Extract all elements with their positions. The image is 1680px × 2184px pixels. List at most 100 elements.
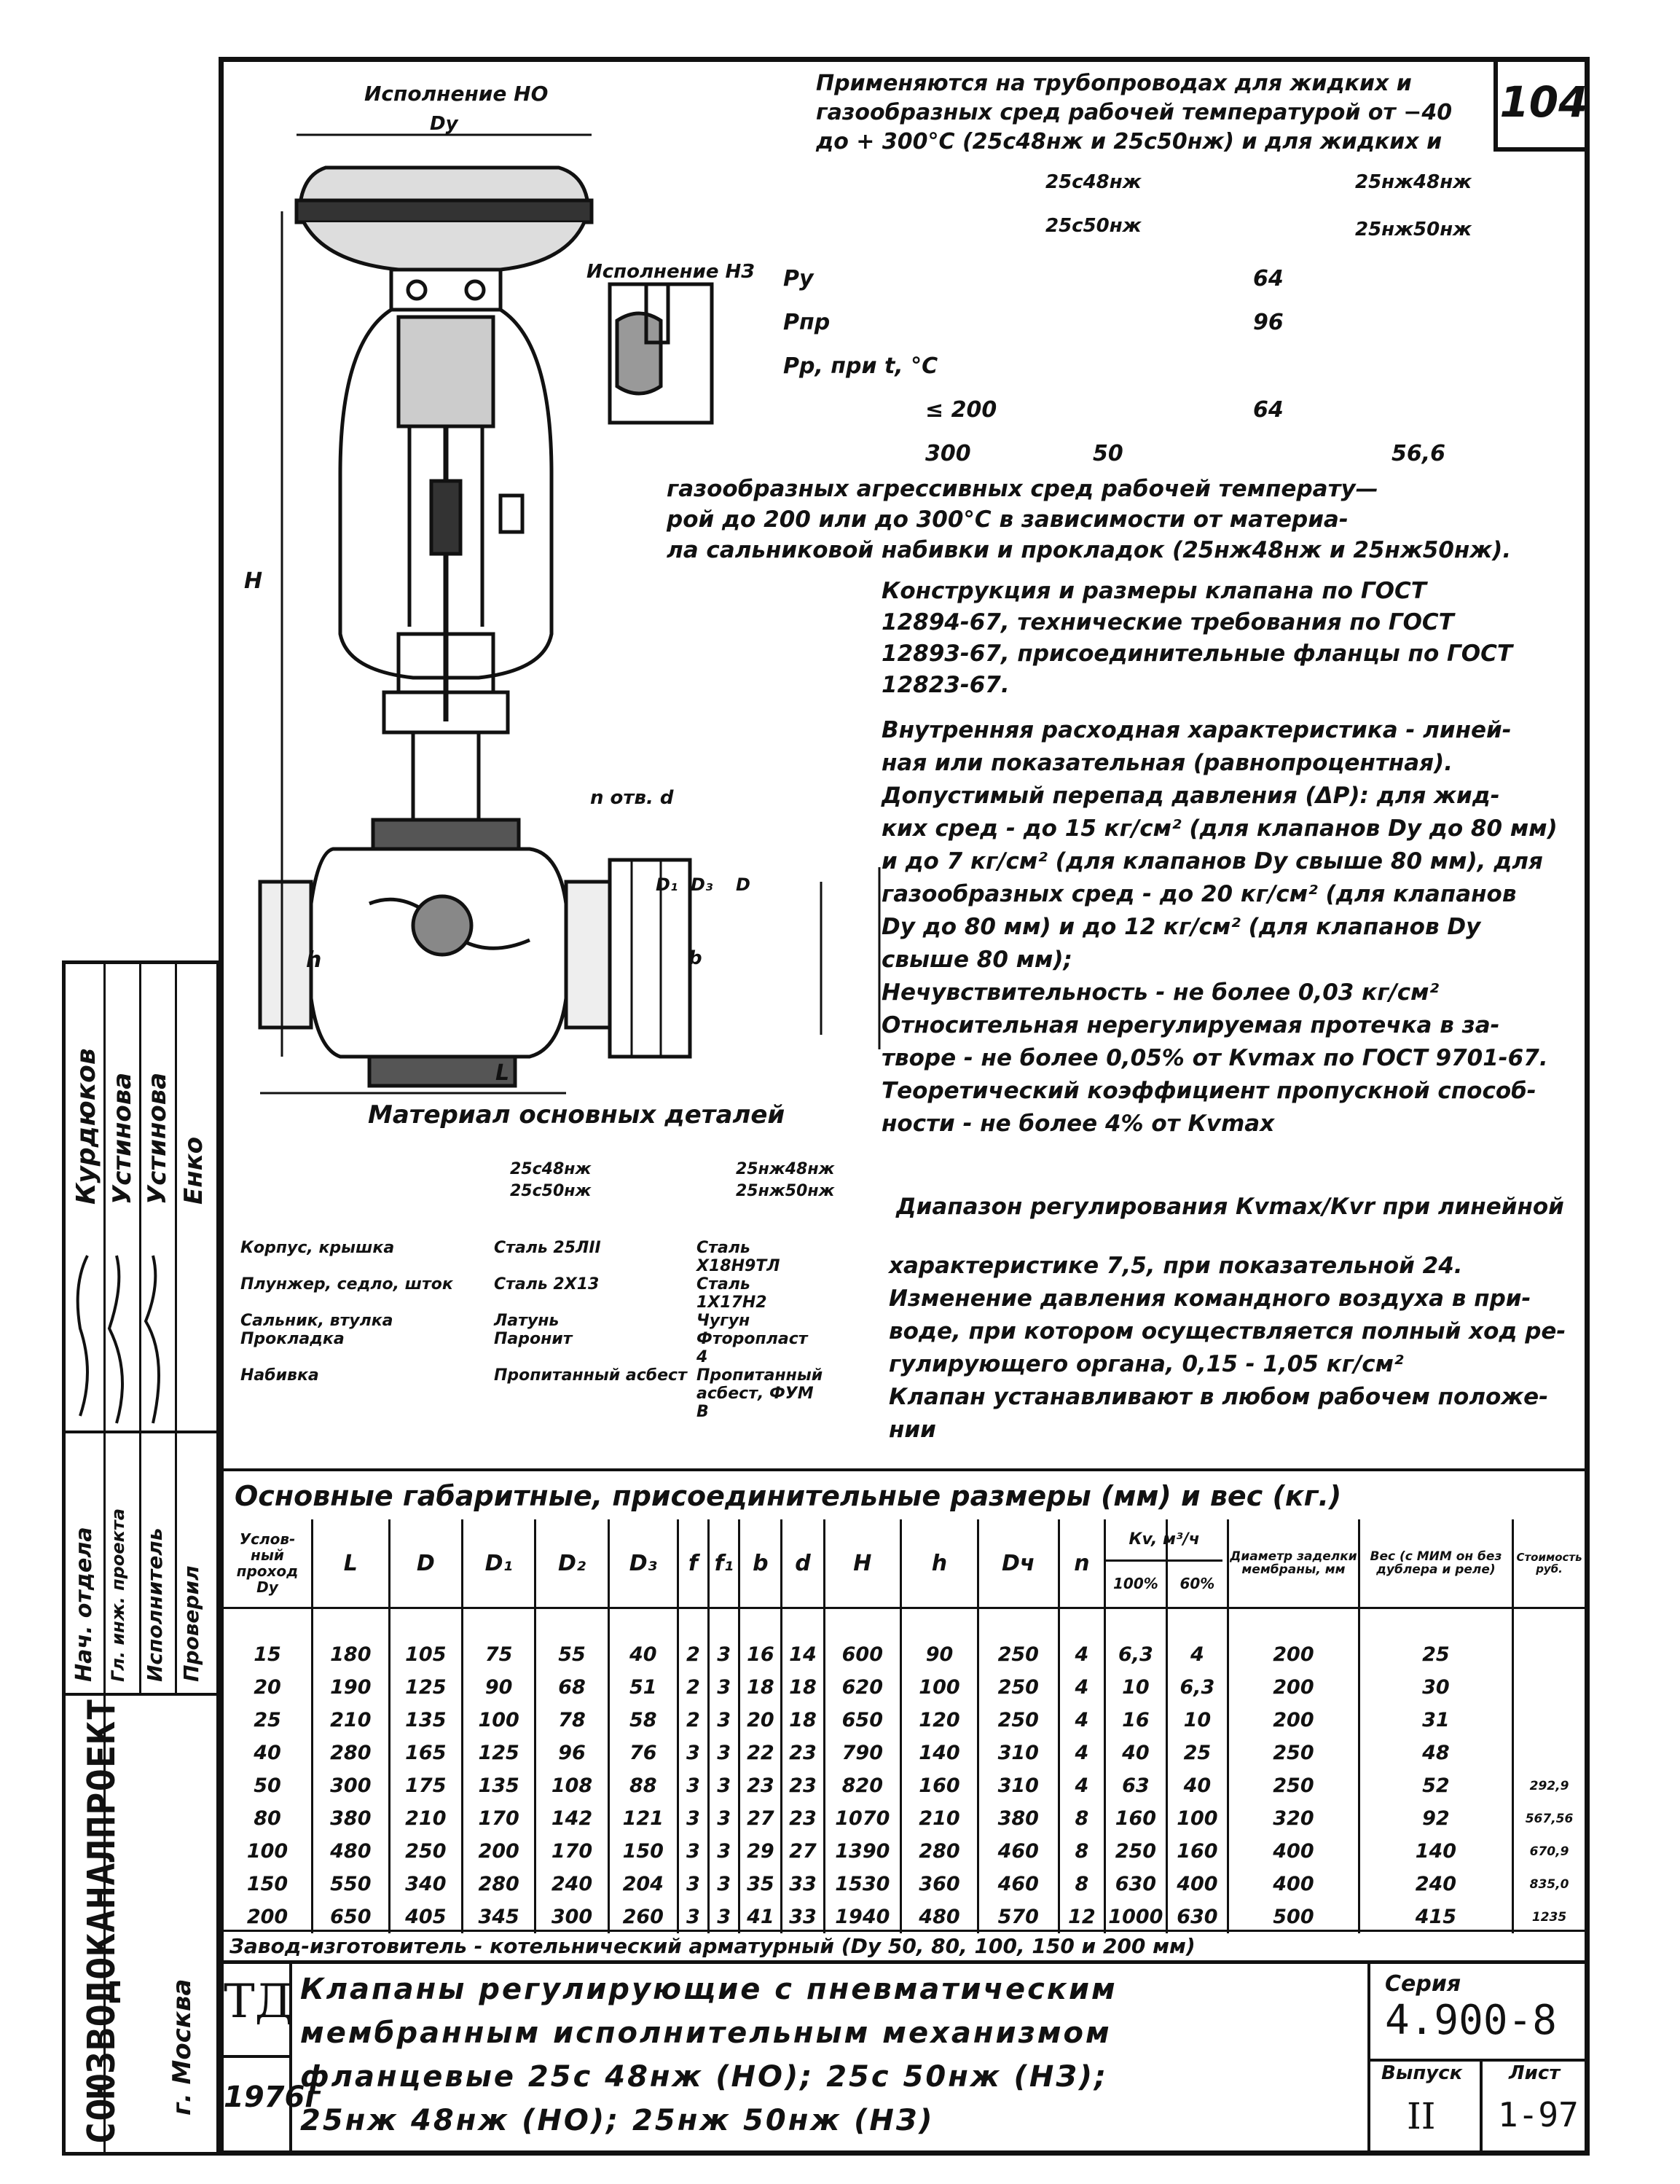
stamp-row-line [66, 1693, 216, 1696]
dims-cell: 160 [1104, 1802, 1167, 1835]
stamp-name-4: Енко [179, 1136, 208, 1205]
dims-cell: 380 [976, 1802, 1059, 1835]
label-n-otv: n отв. d [590, 787, 674, 809]
para-line: Нечувствительность - не более 0,03 кг/см… [882, 979, 1440, 1006]
dims-cell: 170 [534, 1835, 609, 1868]
dims-header: f [676, 1519, 709, 1609]
dims-cell: 18 [738, 1671, 782, 1704]
material-part: Прокладка [240, 1330, 345, 1348]
dims-cell: 40 [254, 1742, 281, 1764]
para-line: гулирующего органа, 0,15 - 1,05 кг/см² [889, 1351, 1404, 1377]
dims-cell: 100 [460, 1704, 535, 1737]
dims-cell: 40 [607, 1608, 678, 1671]
dims-cell: 300 [534, 1901, 609, 1933]
dims-cell: 40 [1165, 1769, 1228, 1802]
dims-header: Вес (с МИМ он без дублера и реле) [1357, 1519, 1513, 1609]
dims-cell: 8 [1057, 1868, 1105, 1901]
para-line: и до 7 кг/см² (для клапанов Dу свыше 80 … [882, 848, 1543, 874]
dims-title-bar: Основные габаритные, присоединительные р… [224, 1468, 1585, 1522]
label-b: b [688, 947, 702, 969]
tb-line [1370, 2059, 1587, 2062]
pt-col1a: 25с48нж [1045, 171, 1142, 193]
dims-cell: 280 [460, 1868, 535, 1901]
dims-cell: 68 [534, 1671, 609, 1704]
dims-cell: 2 [676, 1704, 709, 1737]
dims-cell: 14 [780, 1608, 825, 1671]
dims-cell: 460 [976, 1868, 1059, 1901]
dims-header-row: Услов-ный проход Dу L D D₁ D₂ D₃ f f₁ b … [224, 1519, 1585, 1609]
dims-cell: 480 [900, 1901, 978, 1933]
dims-cell: 88 [607, 1769, 678, 1802]
dims-cell [1512, 1608, 1585, 1671]
dims-cell: 200 [1227, 1704, 1359, 1737]
para-line: Внутренняя расходная характеристика - ли… [882, 717, 1512, 743]
material-b: Чугун [696, 1312, 750, 1330]
dims-cell: 3 [676, 1737, 709, 1769]
dims-maker: Завод-изготовитель - котельнический арма… [224, 1930, 1585, 1960]
kv-header: Кv, м³/ч [1106, 1519, 1223, 1562]
dims-cell: 20 [254, 1676, 281, 1699]
dims-cell: 310 [976, 1769, 1059, 1802]
dims-cell: 25 [1165, 1737, 1228, 1769]
pt-col2b: 25нж50нж [1355, 219, 1472, 240]
paragraph-block-2: Конструкция и размеры клапана по ГОСТ 12… [882, 576, 1512, 701]
dims-cell: 200 [460, 1835, 535, 1868]
para-line: Клапан устанавливают в любом рабочем пол… [889, 1384, 1549, 1410]
dims-cell: 31 [1357, 1704, 1513, 1737]
dims-cell: 4 [1057, 1737, 1105, 1769]
dims-cell: 3 [676, 1835, 709, 1868]
dims-cell: 50 [254, 1774, 281, 1797]
label-l: L [495, 1060, 510, 1086]
dims-cell: 4 [1057, 1608, 1105, 1671]
dims-cell: 16 [738, 1608, 782, 1671]
tb-list-label: Лист [1509, 2062, 1561, 2084]
dims-cell: 120 [900, 1704, 978, 1737]
dims-cell: 3 [707, 1835, 739, 1868]
dims-cell: 3 [707, 1704, 739, 1737]
dims-cell: 25 [254, 1709, 281, 1731]
dims-cell: 160 [900, 1769, 978, 1802]
dims-cell: 6,3 [1165, 1671, 1228, 1704]
dims-cell: 30 [1357, 1671, 1513, 1704]
paragraph-block-4: Диапазон регулирования Кvmax/Кvr при лин… [896, 1188, 1564, 1226]
dims-header: n [1057, 1519, 1105, 1609]
para-line: творе - не более 0,05% от Кvmax по ГОСТ … [882, 1045, 1548, 1071]
tb-right: Серия 4.900-8 Выпуск II Лист 1-97 [1367, 1964, 1587, 2152]
pt-le200-value: 64 [1253, 397, 1284, 423]
dims-cell: 790 [823, 1737, 901, 1769]
dims-cell [1512, 1671, 1585, 1704]
pt-py-value: 64 [1253, 266, 1284, 291]
dims-cell: 4 [1057, 1671, 1105, 1704]
dims-cell: 4 [1057, 1769, 1105, 1802]
dims-cell: 121 [607, 1802, 678, 1835]
dims-cell: 3 [707, 1737, 739, 1769]
dims-cell: 92 [1357, 1802, 1513, 1835]
dims-table: Услов-ный проход Dу L D D₁ D₂ D₃ f f₁ b … [224, 1519, 1585, 1933]
sheet-number: 104 [1493, 57, 1590, 152]
dims-cell: 10 [1104, 1671, 1167, 1704]
label-h-upper: Н [244, 568, 263, 594]
material-a: Сталь 2Х13 [494, 1275, 600, 1293]
dims-cell: 78 [534, 1704, 609, 1737]
tb-seria-value: 4.900-8 [1385, 1997, 1558, 2044]
dims-cell: 16 [1104, 1704, 1167, 1737]
tb-line [1480, 2059, 1483, 2152]
dims-cell: 340 [388, 1868, 463, 1901]
material-b: Пропитанный асбест, ФУМ В [696, 1366, 823, 1421]
dims-cell: 175 [388, 1769, 463, 1802]
tb-seria-label: Серия [1385, 1971, 1461, 1997]
dims-cell: 23 [738, 1769, 782, 1802]
stamp-role-3: Исполнитель [143, 1527, 167, 1682]
material-a: Латунь [494, 1312, 560, 1330]
dims-cell: 170 [460, 1802, 535, 1835]
dims-cell: 8 [1057, 1835, 1105, 1868]
tb-title-line1: Клапаны регулирующие с пневматическим [300, 1973, 1118, 2006]
dims-cell: 3 [707, 1802, 739, 1835]
dims-cell: 180 [311, 1608, 390, 1671]
para-line: 12823-67. [882, 672, 1010, 698]
paragraph-block-3: Внутренняя расходная характеристика - ли… [882, 714, 1558, 1140]
dims-cell: 250 [976, 1704, 1059, 1737]
dims-cell: 1000 [1104, 1901, 1167, 1933]
